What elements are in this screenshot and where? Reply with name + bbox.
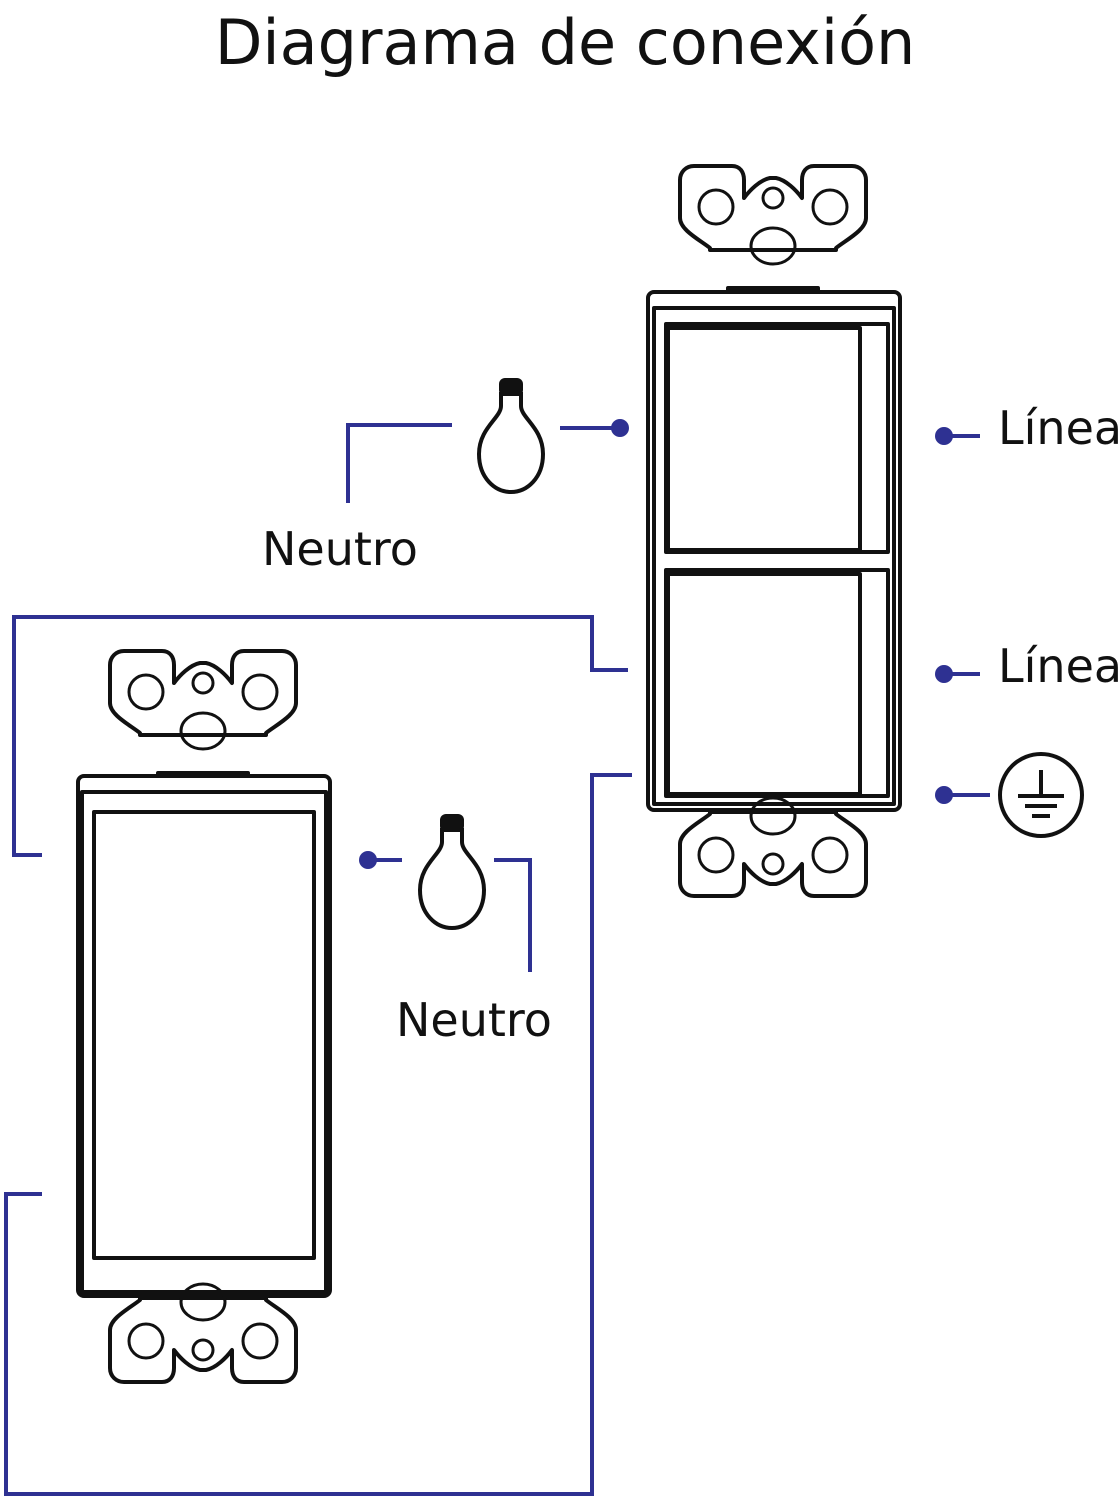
light-bulb-icon: [417, 814, 487, 931]
ground-symbol-icon: [998, 752, 1084, 838]
rocker-single: [92, 810, 316, 1260]
traveler-wire-lower: [4, 773, 632, 1496]
neutral-label-bottom: Neutro: [396, 993, 552, 1047]
wiring: [4, 419, 990, 1496]
diagram-title: Diagrama de conexión: [215, 6, 916, 79]
neutral-wire-bottom: [494, 858, 532, 972]
traveler-wire-upper: [12, 615, 628, 857]
double-switch: [646, 164, 902, 898]
line-label-bottom: Línea: [998, 639, 1119, 693]
light-bulb-icon: [476, 378, 546, 495]
neutral-wire-top: [346, 423, 452, 503]
single-switch: [76, 649, 332, 1384]
terminal-dot-bulb-top: [611, 419, 629, 437]
neutral-label-top: Neutro: [262, 522, 418, 576]
line-label-top: Línea: [998, 401, 1119, 455]
